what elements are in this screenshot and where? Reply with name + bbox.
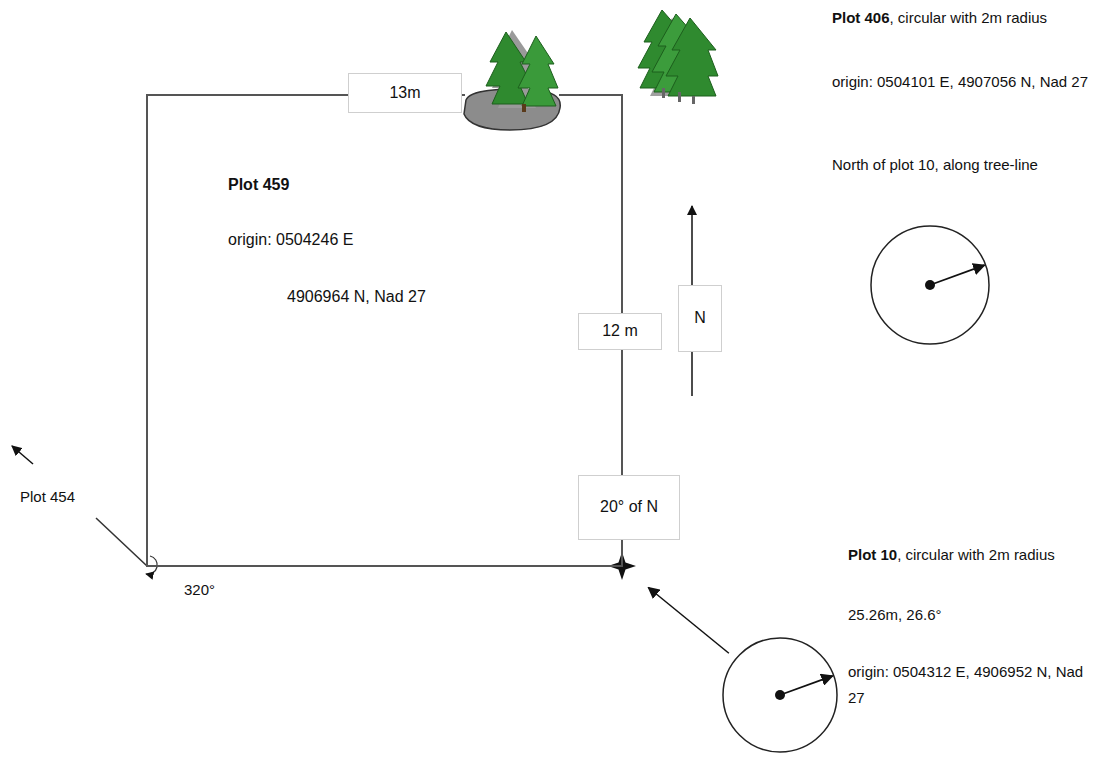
plot-label: Plot 454 [20, 484, 75, 510]
plot-name: Plot 10 [848, 546, 897, 563]
radius-arrow [930, 265, 985, 285]
plot-note: origin: 0504101 E, 4907056 N, Nad 27 [832, 69, 1090, 95]
plot-note: 4906964 N, Nad 27 [287, 284, 426, 310]
bearing-line [96, 518, 147, 566]
plot-note: 25.26m, 26.6° [848, 602, 1098, 628]
text-slot: Plot 10, circular with 2m radius [848, 542, 1098, 568]
plot-description: , circular with 2m radius [897, 546, 1055, 563]
dimension-text: N [694, 308, 706, 328]
plot-heading: Plot 10, circular with 2m radius [848, 542, 1098, 568]
plot-border [147, 95, 622, 566]
plot-454-arrow [12, 446, 33, 464]
angle-label: 320° [184, 577, 215, 603]
text-slot: 4906964 N, Nad 27 [287, 284, 426, 310]
text-slot: North of plot 10, along tree-line [832, 152, 1102, 178]
plot-outline [147, 95, 622, 566]
circular-plot: Plot 10, circular with 2m radius25.26m, … [722, 637, 838, 753]
tree-group [638, 10, 718, 104]
bearing-box: 20° of N [578, 475, 680, 540]
label-slot: Plot 454 [20, 484, 75, 510]
dimension-text: 12 m [602, 321, 638, 341]
plot-boundary [723, 638, 837, 752]
plot-circle [722, 637, 838, 753]
text-slot: 25.26m, 26.6° [848, 602, 1098, 628]
circular-plot: Plot 406, circular with 2m radiusorigin:… [870, 225, 990, 345]
text-slot: origin: 0504312 E, 4906952 N, Nad 27 [848, 659, 1098, 711]
plot-circle [870, 225, 990, 345]
text-slot: origin: 0504246 E [228, 227, 353, 253]
plot-rectangle: Plot 459 origin: 0504246 E 4906964 N, Nad … [147, 95, 622, 566]
dimension-text: 13m [389, 83, 420, 103]
plot-note: origin: 0504312 E, 4906952 N, Nad 27 [848, 659, 1098, 711]
dimension-box: 12 m [578, 313, 662, 350]
radius-arrow [780, 676, 833, 695]
north-box: N [678, 285, 722, 352]
dimension-box: 13m [348, 73, 462, 113]
plot-boundary [871, 226, 989, 344]
plot-note: origin: 0504246 E [228, 227, 353, 253]
plot-note: North of plot 10, along tree-line [832, 152, 1102, 178]
text-slot: origin: 0504101 E, 4907056 N, Nad 27 [832, 69, 1090, 95]
plot-description: , circular with 2m radius [890, 9, 1048, 26]
plot-heading: Plot 406, circular with 2m radius [832, 5, 1102, 31]
dimension-text: 20° of N [600, 497, 658, 517]
tree-group-rock [486, 30, 558, 112]
text-slot: Plot 459 [228, 172, 289, 198]
plot-heading: Plot 459 [228, 172, 289, 198]
bearing-arrow [648, 588, 729, 654]
plot-name: Plot 406 [832, 9, 890, 26]
label-slot: 320° [184, 577, 215, 603]
text-slot: Plot 406, circular with 2m radius [832, 5, 1102, 31]
